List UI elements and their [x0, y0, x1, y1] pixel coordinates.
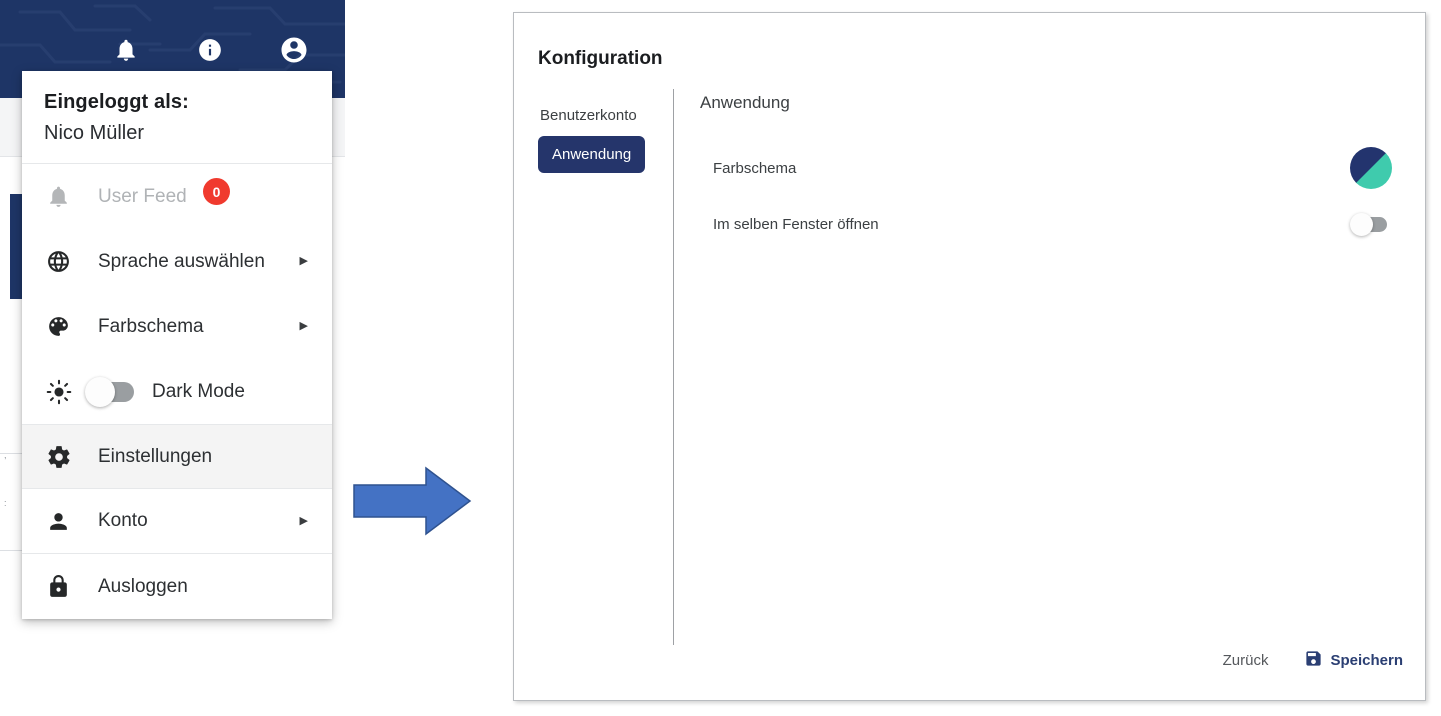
color-scheme-swatch[interactable] [1350, 147, 1392, 189]
dialog-vertical-divider [673, 89, 674, 645]
app-background-text: : [4, 498, 7, 508]
palette-icon [46, 314, 80, 339]
setting-row-farbschema: Farbschema [700, 147, 1403, 189]
menu-item-user-feed[interactable]: User Feed 0 [22, 164, 332, 229]
dialog-tab-list: Benutzerkonto Anwendung [538, 101, 670, 179]
save-button-label: Speichern [1330, 652, 1403, 669]
toggle-knob [1350, 212, 1373, 236]
dark-mode-toggle[interactable] [85, 376, 134, 407]
app-divider-line [0, 550, 30, 551]
back-button[interactable]: Zurück [1222, 652, 1269, 669]
menu-item-label: Konto [98, 510, 148, 531]
setting-label: Farbschema [713, 159, 797, 177]
menu-item-color-scheme[interactable]: Farbschema ▶ [22, 294, 332, 359]
save-button[interactable]: Speichern [1304, 649, 1403, 672]
notifications-bell-icon[interactable] [111, 35, 141, 65]
gear-icon [46, 444, 80, 470]
menu-item-logout[interactable]: Ausloggen [22, 554, 332, 619]
dropdown-user-block: Eingeloggt als: Nico Müller [22, 71, 332, 164]
lock-icon [46, 574, 80, 599]
menu-item-label: Sprache auswählen [98, 250, 265, 272]
logged-in-as-label: Eingeloggt als: [44, 91, 189, 113]
menu-item-settings[interactable]: Einstellungen [22, 424, 332, 489]
menu-item-label: Einstellungen [98, 445, 213, 467]
info-icon[interactable] [195, 35, 225, 65]
globe-icon [46, 249, 80, 274]
user-feed-badge: 0 [203, 178, 230, 205]
tab-anwendung[interactable]: Anwendung [538, 136, 646, 173]
app-background-text: , [4, 450, 7, 460]
user-name: Nico Müller [44, 122, 145, 144]
setting-row-same-window: Im selben Fenster öffnen [700, 203, 1403, 245]
account-circle-icon[interactable] [279, 35, 309, 65]
person-icon [46, 509, 80, 534]
toggle-knob [85, 376, 115, 407]
dialog-footer: Zurück Speichern [1223, 649, 1403, 672]
content-heading: Anwendung [700, 93, 790, 112]
configuration-dialog: Konfiguration Benutzerkonto Anwendung An… [513, 12, 1426, 701]
menu-item-account[interactable]: Konto ▶ [22, 489, 332, 554]
dialog-content-panel: Anwendung Farbschema Im selben Fenster ö… [700, 93, 1403, 245]
header-icon-group [0, 28, 345, 72]
chevron-right-icon: ▶ [299, 255, 308, 267]
flow-arrow-right-icon [353, 466, 472, 536]
dialog-title: Konfiguration [538, 48, 663, 69]
sun-icon [46, 379, 80, 405]
bell-icon [46, 184, 80, 209]
menu-item-label: Ausloggen [98, 575, 188, 597]
setting-label: Im selben Fenster öffnen [713, 215, 879, 233]
menu-item-dark-mode[interactable]: Dark Mode [22, 359, 332, 424]
tab-benutzerkonto[interactable]: Benutzerkonto [540, 107, 637, 124]
app-divider-line [0, 453, 30, 454]
account-dropdown-menu: Eingeloggt als: Nico Müller User Feed 0 … [22, 71, 332, 619]
chevron-right-icon: ▶ [299, 514, 308, 527]
menu-item-label: User Feed [98, 185, 187, 207]
same-window-toggle[interactable] [1350, 212, 1387, 236]
save-disk-icon [1304, 649, 1323, 672]
menu-item-label: Dark Mode [152, 380, 245, 402]
menu-item-select-language[interactable]: Sprache auswählen ▶ [22, 229, 332, 294]
chevron-right-icon: ▶ [299, 320, 308, 332]
menu-item-label: Farbschema [98, 315, 204, 337]
